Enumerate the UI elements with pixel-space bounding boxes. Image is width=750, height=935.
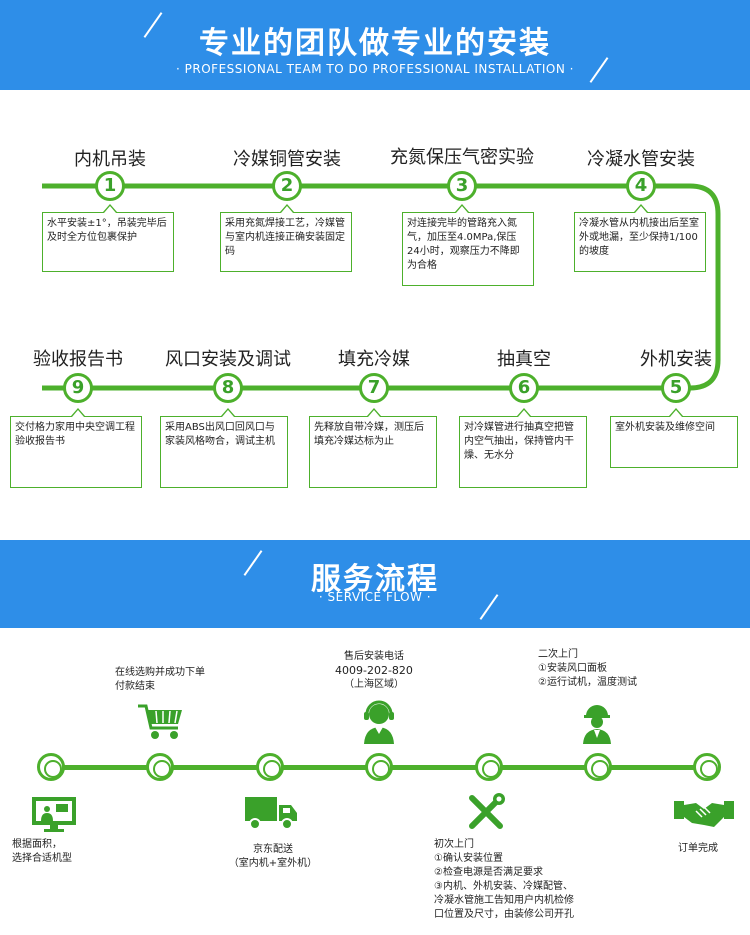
step-pointer bbox=[221, 408, 235, 417]
step-number-badge: 1 bbox=[95, 171, 125, 201]
service-subtitle: · SERVICE FLOW · bbox=[318, 590, 432, 604]
step-number-badge: 9 bbox=[63, 373, 93, 403]
step-pointer bbox=[103, 204, 117, 213]
delivery-truck-icon bbox=[245, 797, 297, 830]
step-description: 室外机安装及维修空间 bbox=[610, 416, 738, 468]
step-number-badge: 4 bbox=[626, 171, 656, 201]
service-bottom-2: 京东配送（室内机+室外机） bbox=[228, 844, 318, 869]
step-number-badge: 5 bbox=[661, 373, 691, 403]
step-title: 冷媒铜管安装 bbox=[233, 149, 341, 170]
worker-helmet-icon bbox=[583, 705, 611, 744]
step-description: 对连接完毕的管路充入氮气，加压至4.0MPa,保压24小时，观察压力不降即为合格 bbox=[402, 212, 534, 286]
step-title: 内机吊装 bbox=[74, 149, 146, 170]
service-top-1: 在线选购并成功下单付款结束 bbox=[115, 667, 205, 692]
step-description: 交付格力家用中央空调工程验收报告书 bbox=[10, 416, 142, 488]
step-description: 水平安装±1°，吊装完毕后及时全方位包裹保护 bbox=[42, 212, 174, 272]
step-pointer bbox=[455, 204, 469, 213]
step-number-badge: 7 bbox=[359, 373, 389, 403]
flow-node bbox=[475, 753, 503, 781]
step-title: 充氮保压气密实验 bbox=[390, 147, 534, 168]
flow-node bbox=[584, 753, 612, 781]
step-pointer bbox=[634, 204, 648, 213]
shopping-cart-icon bbox=[138, 704, 182, 739]
service-banner: 服务流程 · SERVICE FLOW · bbox=[0, 540, 750, 628]
step-pointer bbox=[367, 408, 381, 417]
step-pointer bbox=[280, 204, 294, 213]
step-description: 采用ABS出风口回风口与家装风格吻合，调试主机 bbox=[160, 416, 288, 488]
step-pointer bbox=[71, 408, 85, 417]
service-bottom-4: 订单完成 bbox=[678, 843, 718, 854]
flow-node bbox=[37, 753, 65, 781]
install-title: 专业的团队做专业的安装 bbox=[199, 26, 551, 61]
step-description: 冷凝水管从内机接出后至室外或地漏，至少保持1/100的坡度 bbox=[574, 212, 706, 272]
step-description: 采用充氮焊接工艺，冷媒管与室内机连接正确安装固定码 bbox=[220, 212, 352, 272]
step-title: 填充冷媒 bbox=[338, 349, 410, 370]
step-number-badge: 3 bbox=[447, 171, 477, 201]
step-title: 验收报告书 bbox=[33, 349, 123, 370]
step-title: 风口安装及调试 bbox=[165, 349, 291, 370]
step-description: 先释放自带冷媒，测压后填充冷媒达标为止 bbox=[309, 416, 437, 488]
step-pointer bbox=[517, 408, 531, 417]
flow-node bbox=[256, 753, 284, 781]
install-track bbox=[42, 183, 721, 391]
service-bottom-1: 根据面积，选择合适机型 bbox=[12, 839, 72, 864]
step-title: 抽真空 bbox=[497, 349, 551, 370]
tools-icon bbox=[469, 793, 505, 829]
install-banner: 专业的团队做专业的安装 · PROFESSIONAL TEAM TO DO PR… bbox=[0, 0, 750, 90]
handshake-icon bbox=[674, 801, 734, 827]
step-description: 对冷媒管进行抽真空把管内空气抽出，保持管内干燥、无水分 bbox=[459, 416, 587, 488]
step-number-badge: 8 bbox=[213, 373, 243, 403]
computer-monitor-icon bbox=[32, 797, 76, 832]
flow-node bbox=[365, 753, 393, 781]
service-title: 服务流程 bbox=[311, 562, 439, 597]
step-pointer bbox=[669, 408, 683, 417]
step-title: 外机安装 bbox=[640, 349, 712, 370]
flow-node bbox=[146, 753, 174, 781]
step-number-badge: 2 bbox=[272, 171, 302, 201]
flow-node bbox=[693, 753, 721, 781]
step-title: 冷凝水管安装 bbox=[587, 149, 695, 170]
step-number-badge: 6 bbox=[509, 373, 539, 403]
install-subtitle: · PROFESSIONAL TEAM TO DO PROFESSIONAL I… bbox=[176, 62, 574, 76]
customer-service-icon bbox=[364, 700, 394, 744]
